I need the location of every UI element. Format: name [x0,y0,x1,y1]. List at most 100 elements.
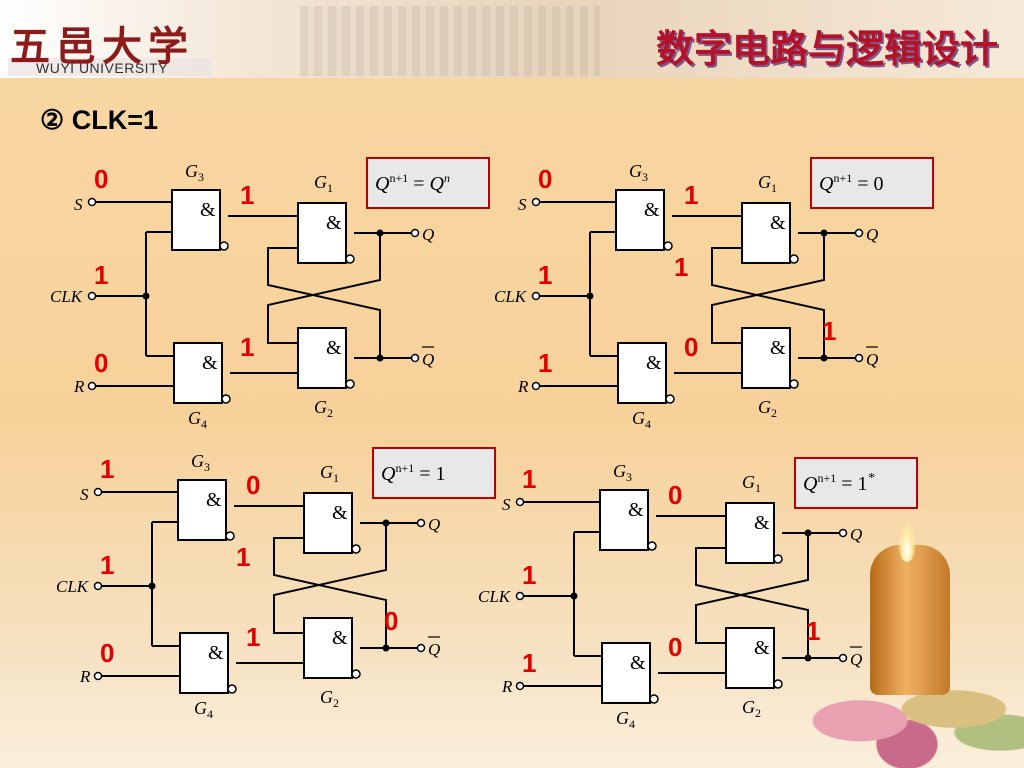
q-terminal [416,518,426,528]
clk-terminal [515,591,525,601]
junction-dot [148,582,156,590]
value-clk: 1 [100,550,114,580]
header-banner: 五邑大学 WUYI UNIVERSITY 数字电路与逻辑设计 [0,0,1024,78]
gate-g3-symbol: & [644,199,660,221]
university-logo-english: WUYI UNIVERSITY [36,60,168,76]
value-clk: 1 [94,260,108,290]
pin-label-q: Q [428,515,440,534]
gate-g4-symbol: & [208,642,224,664]
r-terminal [87,381,97,391]
q-terminal [838,528,848,538]
gate-g4 [617,342,667,404]
r-terminal [515,681,525,691]
clk-terminal [93,581,103,591]
gate-g1-symbol: & [326,212,342,234]
clk-terminal [87,291,97,301]
gate-g1-symbol: & [770,212,786,234]
gate-label-g1: G1 [742,472,761,495]
gate-g2-symbol: & [770,337,786,359]
value-s: 0 [94,164,108,194]
r-terminal [93,671,103,681]
gate-label-g1: G1 [320,462,339,485]
gate-g4 [173,342,223,404]
gate-g1-inverter-bubble [345,254,355,264]
wire [695,533,809,644]
gate-label-g4: G4 [632,408,651,431]
gate-g2-inverter-bubble [345,379,355,389]
pin-label-qbar: Q [428,640,440,659]
junction-dot [586,292,594,300]
gate-g1 [303,492,353,554]
pin-label-s: S [80,485,89,504]
gate-g1 [725,502,775,564]
gate-label-g2: G2 [742,697,761,720]
value-qbar: 0 [384,606,398,636]
next-state-formula: Qn+1 = 1 [381,461,446,485]
gate-g4-inverter-bubble [665,394,675,404]
gate-label-g1: G1 [314,172,333,195]
clk-terminal [531,291,541,301]
pin-label-qbar: Q [850,650,862,669]
value-g4-output: 0 [668,632,682,662]
gate-g3 [599,489,649,551]
pin-label-r: R [79,667,91,686]
value-s: 0 [538,164,552,194]
s-terminal [531,197,541,207]
qbar-terminal [838,653,848,663]
gate-g2 [303,617,353,679]
s-terminal [515,497,525,507]
r-terminal [531,381,541,391]
value-r: 0 [100,638,114,668]
next-state-formula: Qn+1 = 1* [803,471,875,495]
value-s: 1 [100,454,114,484]
candle-flame-icon [898,520,916,562]
value-q-feedback: 1 [674,252,688,282]
gate-label-g3: G3 [613,461,632,484]
gate-g2 [297,327,347,389]
gate-label-g3: G3 [185,161,204,184]
value-g3-output: 1 [240,180,254,210]
wire [711,233,825,344]
gate-g4-inverter-bubble [649,694,659,704]
pin-label-clk: CLK [478,587,512,606]
campus-building-image [300,6,600,76]
gate-g4 [601,642,651,704]
value-clk: 1 [522,560,536,590]
gate-g3 [615,189,665,251]
q-terminal [854,228,864,238]
course-title: 数字电路与逻辑设计 [655,27,998,71]
pin-label-r: R [501,677,513,696]
value-s: 1 [522,464,536,494]
candle-decoration [870,545,950,695]
gate-g3-symbol: & [206,489,222,511]
pin-label-clk: CLK [56,577,90,596]
gate-g1-inverter-bubble [789,254,799,264]
gate-label-g4: G4 [188,408,207,431]
gate-g3-symbol: & [628,499,644,521]
gate-g3-inverter-bubble [225,531,235,541]
gate-g1-symbol: & [754,512,770,534]
gate-g3-symbol: & [200,199,216,221]
gate-g2-symbol: & [326,337,342,359]
pin-label-s: S [502,495,511,514]
junction-dot [570,592,578,600]
junction-dot [142,292,150,300]
gate-g2-symbol: & [332,627,348,649]
value-q-feedback: 1 [236,542,250,572]
gate-g4-symbol: & [646,352,662,374]
value-qbar: 1 [806,616,820,646]
qbar-terminal [416,643,426,653]
formula-box [810,157,934,209]
gate-g2-inverter-bubble [789,379,799,389]
gate-g1-symbol: & [332,502,348,524]
pin-label-q: Q [422,225,434,244]
pin-label-clk: CLK [494,287,528,306]
gate-g3 [171,189,221,251]
value-r: 1 [522,648,536,678]
gate-g1 [297,202,347,264]
pin-label-s: S [74,195,83,214]
gate-label-g2: G2 [314,397,333,420]
s-terminal [87,197,97,207]
wire [267,247,381,358]
